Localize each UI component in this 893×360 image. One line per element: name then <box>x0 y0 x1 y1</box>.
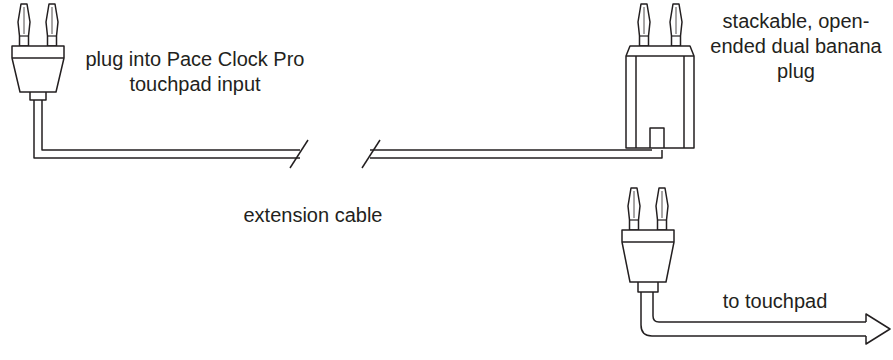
touchpad-plug <box>622 188 674 292</box>
banana-plug <box>12 4 64 100</box>
direction-label: to touchpad <box>700 289 850 314</box>
extension-cable <box>34 100 662 168</box>
cable-label: extension cable <box>228 203 398 228</box>
plug-label: stackable, open-ended dual banana plug <box>704 9 888 84</box>
plug-label: plug into Pace Clock Pro touchpad input <box>82 47 308 97</box>
stackable-plug <box>626 4 694 148</box>
